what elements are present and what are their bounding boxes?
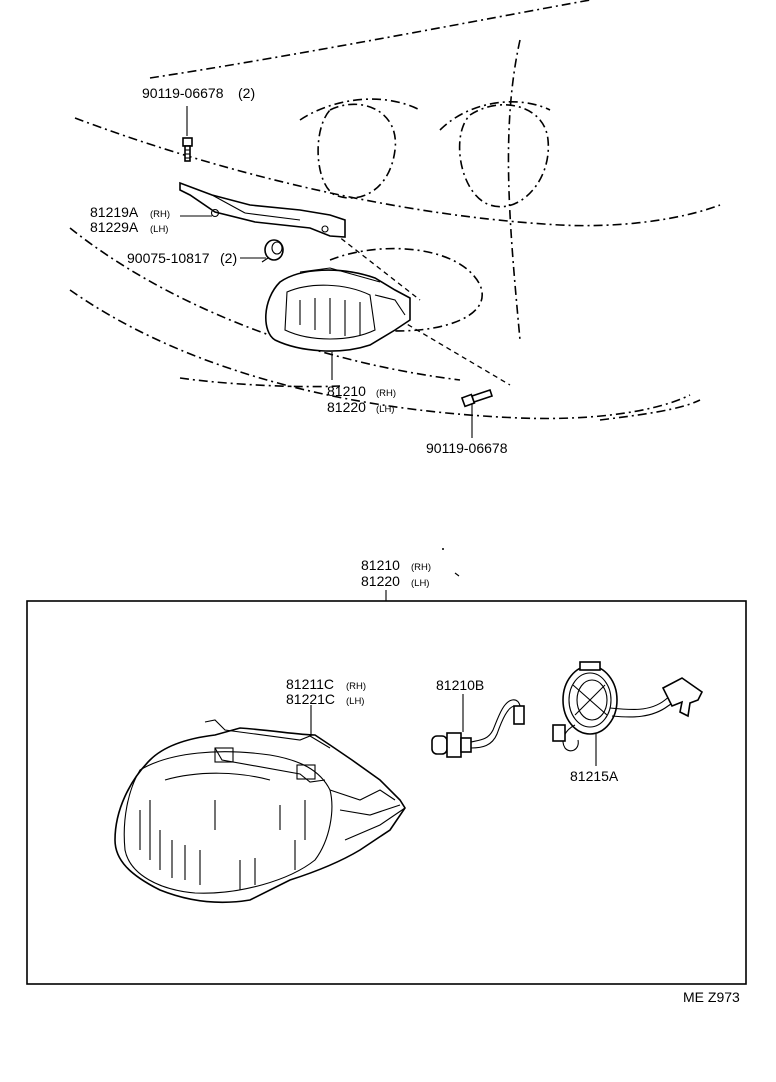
lamp-top-rh: (RH) <box>376 388 396 399</box>
lamp-top-lh: (LH) <box>376 404 394 415</box>
housing-lh: (LH) <box>346 696 364 707</box>
bolt-icon-bottom <box>460 388 494 408</box>
label-bracket: 81219A (RH) 81229A (LH) <box>90 204 170 235</box>
bracket-shape <box>179 181 346 238</box>
assy-lh: (LH) <box>411 578 429 589</box>
diagram-code: ME Z973 <box>683 989 740 1005</box>
bulb-icon <box>431 699 525 758</box>
fog-lamp-small <box>265 267 411 352</box>
housing-rh: (RH) <box>346 681 366 692</box>
bracket-rh: (RH) <box>150 209 170 220</box>
lamp-top-rh-part: 81210 <box>327 383 366 399</box>
lamp-housing-large <box>114 719 406 904</box>
assy-lh-part: 81220 <box>361 573 400 589</box>
housing-rh-part: 81211C <box>286 676 334 692</box>
label-bulb: 81210B <box>436 677 484 693</box>
grommet-part: 90075-10817 <box>127 250 210 266</box>
stray-mark <box>454 572 460 577</box>
label-grommet: 90075-10817 (2) <box>127 250 237 266</box>
bracket-lh-part: 81229A <box>90 219 139 235</box>
bolt-top-part: 90119-06678 <box>142 85 224 101</box>
assembly-box <box>26 600 747 985</box>
grommet-icon <box>261 239 284 263</box>
label-housing: 81211C (RH) 81221C (LH) <box>286 676 366 707</box>
assy-rh: (RH) <box>411 562 431 573</box>
socket-icon <box>552 661 704 752</box>
lamp-top-lh-part: 81220 <box>327 399 366 415</box>
assy-label: 81210 (RH) 81220 (LH) <box>361 557 431 589</box>
stray-dot <box>442 548 444 550</box>
bolt-top-qty: (2) <box>238 85 255 101</box>
label-socket: 81215A <box>570 768 619 784</box>
bracket-rh-part: 81219A <box>90 204 139 220</box>
label-bolt-top: 90119-06678 (2) <box>142 85 255 101</box>
housing-lh-part: 81221C <box>286 691 335 707</box>
assy-rh-part: 81210 <box>361 557 400 573</box>
label-bolt-bottom: 90119-06678 <box>426 440 508 456</box>
grommet-qty: (2) <box>220 250 237 266</box>
label-lamp-top: 81210 (RH) 81220 (LH) <box>327 383 396 415</box>
bolt-icon-top <box>182 137 193 162</box>
bracket-lh: (LH) <box>150 224 168 235</box>
